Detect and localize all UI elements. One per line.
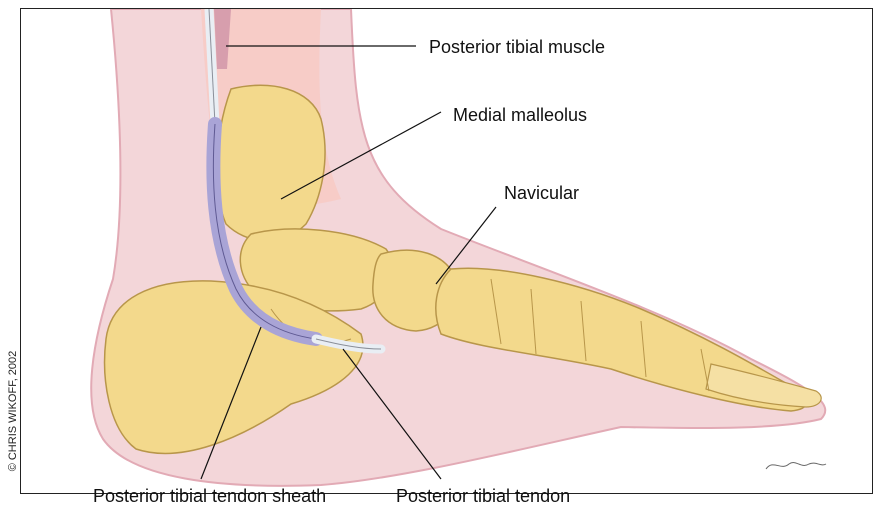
copyright-credit: © CHRIS WIKOFF, 2002	[7, 326, 19, 496]
tibia-bone	[217, 85, 325, 241]
illustration-frame: Posterior tibial muscle Medial malleolus…	[20, 8, 873, 494]
signature-mark	[766, 463, 826, 469]
foot-illustration	[21, 9, 874, 495]
label-posterior-tibial-tendon-sheath: Posterior tibial tendon sheath	[93, 486, 326, 506]
label-posterior-tibial-tendon: Posterior tibial tendon	[396, 486, 570, 506]
label-navicular: Navicular	[504, 183, 579, 203]
label-posterior-tibial-muscle: Posterior tibial muscle	[429, 37, 605, 57]
label-medial-malleolus: Medial malleolus	[453, 105, 587, 125]
